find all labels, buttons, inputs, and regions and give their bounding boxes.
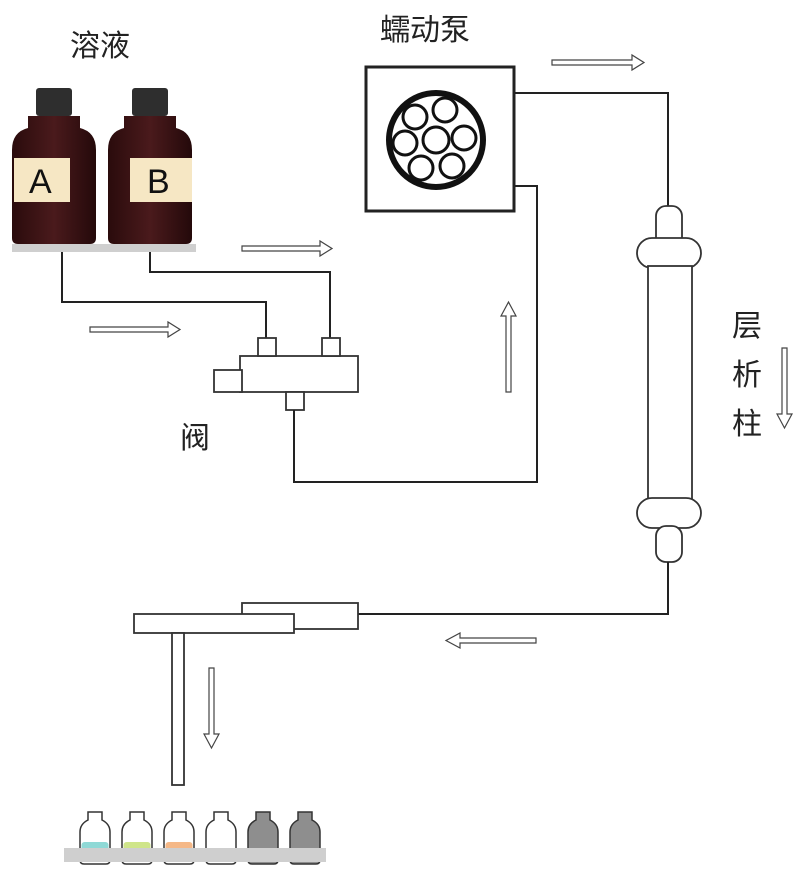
valve-inlet-b xyxy=(321,337,341,357)
tube-a-to-valve xyxy=(61,252,267,340)
bottle-a-cap xyxy=(36,88,72,116)
column-bottom-tip xyxy=(655,525,683,563)
valve-outlet xyxy=(285,391,305,411)
flow-arrow-right xyxy=(89,320,182,339)
tube-b-to-valve xyxy=(149,252,331,340)
valve-body xyxy=(239,355,359,393)
bottle-a-label xyxy=(14,158,70,202)
bottle-b-letter: B xyxy=(147,163,170,201)
solution-label: 溶液 xyxy=(70,29,130,64)
bottle-shelf xyxy=(12,244,196,252)
bottle-b: B xyxy=(108,88,192,244)
pump-label: 蠕动泵 xyxy=(380,13,470,48)
fraction-collector-arm xyxy=(133,602,359,786)
pump-roller xyxy=(391,129,419,157)
bottle-a: A xyxy=(12,88,96,244)
valve-handle xyxy=(213,369,243,393)
pump-roller xyxy=(438,152,466,180)
column-label-1: 层 xyxy=(732,309,762,344)
vial-rack xyxy=(64,848,326,862)
pump-roller xyxy=(431,96,459,124)
valve-inlet-a xyxy=(257,337,277,357)
valve xyxy=(213,337,359,411)
column-tube xyxy=(647,265,693,503)
flow-arrow-left xyxy=(444,631,537,650)
pump-roller xyxy=(407,154,435,182)
collector-arm xyxy=(133,613,295,634)
column-top-flange xyxy=(636,237,702,269)
peristaltic-pump xyxy=(364,65,516,213)
valve-label: 阀 xyxy=(180,421,210,456)
bottle-a-letter: A xyxy=(29,163,52,201)
pump-roller xyxy=(401,103,429,131)
pump-roller xyxy=(450,124,478,152)
tube-valve-to-pump xyxy=(293,185,538,483)
bottle-b-cap xyxy=(132,88,168,116)
flow-arrow-down xyxy=(775,347,794,430)
tube-column-to-collector xyxy=(358,562,669,615)
column-label-2: 析 xyxy=(732,358,762,393)
flow-arrow-right xyxy=(241,239,334,258)
pump-roller xyxy=(421,125,451,155)
column-bottom-flange xyxy=(636,497,702,529)
flow-arrow-up xyxy=(499,300,518,393)
tube-pump-to-column xyxy=(514,92,669,208)
collector-nozzle xyxy=(171,632,185,786)
bottle-b-label xyxy=(130,158,192,202)
flow-arrow-right xyxy=(551,53,646,72)
column-label-3: 柱 xyxy=(732,407,762,442)
chromatography-column xyxy=(636,205,702,563)
flow-arrow-down xyxy=(202,667,221,750)
